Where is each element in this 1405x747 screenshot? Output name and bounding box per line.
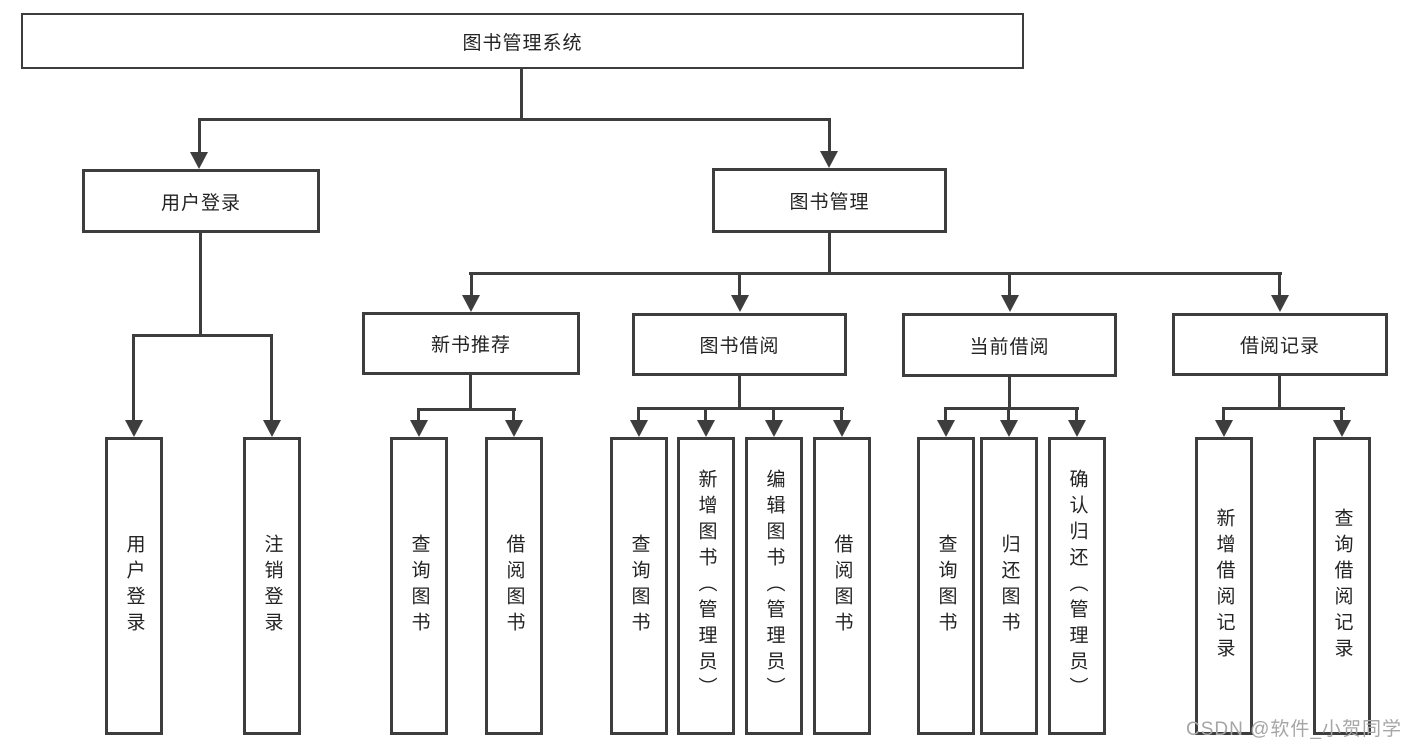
connector-arrow <box>1000 420 1018 437</box>
leaf-query-borrow-record: 查询借阅记录 <box>1313 437 1371 735</box>
connector-arrow <box>937 420 955 437</box>
node-book-borrow: 图书借阅 <box>632 313 847 376</box>
connector-line <box>704 407 707 420</box>
connector-arrow <box>765 420 783 437</box>
node-label: 新书推荐 <box>430 335 511 356</box>
leaf-label: 查询图书 <box>628 534 650 638</box>
leaf-borrow-books: 借阅图书 <box>813 437 871 735</box>
connector-line <box>944 407 1079 410</box>
connector-line <box>772 407 775 420</box>
connector-line <box>270 334 273 420</box>
connector-line <box>470 272 473 296</box>
connector-arrow <box>1333 420 1351 437</box>
connector-arrow <box>630 420 648 437</box>
leaf-query-books-borrow: 查询图书 <box>610 437 668 735</box>
leaf-add-borrow-record: 新增借阅记录 <box>1195 437 1253 735</box>
leaf-confirm-return-admin: 确认归还（管理员） <box>1048 437 1106 735</box>
connector-line <box>1278 376 1281 410</box>
connector-arrow <box>1068 420 1086 437</box>
connector-line <box>1075 407 1078 420</box>
connector-arrow <box>731 295 749 312</box>
node-book-management: 图书管理 <box>712 168 947 233</box>
connector-arrow <box>1001 295 1019 312</box>
node-label: 用户登录 <box>160 192 241 214</box>
connector-line <box>469 272 1282 275</box>
node-label: 借阅记录 <box>1239 336 1320 357</box>
connector-line <box>469 375 472 411</box>
connector-arrow <box>125 420 143 437</box>
connector-line <box>828 118 831 153</box>
node-library-management-system: 图书管理系统 <box>21 13 1024 69</box>
leaf-label: 借阅图书 <box>503 534 525 638</box>
csdn-watermark: CSDN @软件_小贺同学 <box>1186 719 1402 740</box>
connector-line <box>637 407 844 410</box>
leaf-return-books: 归还图书 <box>980 437 1038 735</box>
connector-line <box>738 376 741 410</box>
connector-arrow <box>190 152 208 169</box>
node-user-login: 用户登录 <box>82 169 320 233</box>
leaf-label: 查询图书 <box>408 534 430 638</box>
leaf-logout: 注销登录 <box>243 437 301 735</box>
connector-arrow <box>1215 420 1233 437</box>
leaf-query-books-recommend: 查询图书 <box>390 437 448 735</box>
connector-arrow <box>1271 295 1289 312</box>
connector-arrow <box>263 420 281 437</box>
leaf-label: 查询图书 <box>935 534 957 638</box>
leaf-borrow-books-recommend: 借阅图书 <box>485 437 543 735</box>
leaf-label: 用户登录 <box>123 534 145 638</box>
node-new-book-recommend: 新书推荐 <box>362 312 580 375</box>
connector-line <box>417 408 516 411</box>
connector-line <box>1008 377 1011 410</box>
connector-line <box>199 233 202 337</box>
leaf-label: 新增图书（管理员） <box>695 469 717 703</box>
connector-line <box>1222 407 1345 410</box>
connector-line <box>198 118 831 121</box>
connector-line <box>417 408 420 420</box>
connector-line <box>132 334 273 337</box>
connector-arrow <box>820 151 838 168</box>
connector-line <box>1222 407 1225 420</box>
connector-line <box>520 69 523 121</box>
connector-line <box>944 407 947 420</box>
connector-line <box>738 272 741 296</box>
connector-arrow <box>505 420 523 437</box>
connector-line <box>1340 407 1343 420</box>
connector-line <box>198 118 201 153</box>
leaf-user-login: 用户登录 <box>105 437 163 735</box>
connector-line <box>637 407 640 420</box>
leaf-label: 归还图书 <box>998 534 1020 638</box>
leaf-query-books-current: 查询图书 <box>917 437 975 735</box>
leaf-edit-books-admin: 编辑图书（管理员） <box>745 437 803 735</box>
connector-arrow <box>410 420 428 437</box>
connector-arrow <box>697 420 715 437</box>
connector-arrow <box>462 295 480 312</box>
node-label: 图书管理 <box>789 192 870 213</box>
leaf-label: 注销登录 <box>261 534 283 638</box>
leaf-label: 新增借阅记录 <box>1213 508 1235 664</box>
node-label: 当前借阅 <box>969 336 1050 358</box>
connector-line <box>132 334 135 420</box>
connector-line <box>828 233 831 275</box>
node-current-borrow: 当前借阅 <box>902 313 1117 377</box>
connector-line <box>512 408 515 420</box>
connector-line <box>1008 272 1011 296</box>
leaf-label: 确认归还（管理员） <box>1066 469 1088 703</box>
node-borrow-records: 借阅记录 <box>1172 313 1388 376</box>
leaf-add-books-admin: 新增图书（管理员） <box>677 437 735 735</box>
node-label: 图书管理系统 <box>462 32 583 54</box>
connector-arrow <box>833 420 851 437</box>
connector-line <box>1007 407 1010 420</box>
connector-line <box>840 407 843 420</box>
connector-line <box>1278 272 1281 296</box>
leaf-label: 查询借阅记录 <box>1331 508 1353 664</box>
leaf-label: 编辑图书（管理员） <box>763 469 785 703</box>
leaf-label: 借阅图书 <box>831 534 853 638</box>
node-label: 图书借阅 <box>699 336 780 357</box>
